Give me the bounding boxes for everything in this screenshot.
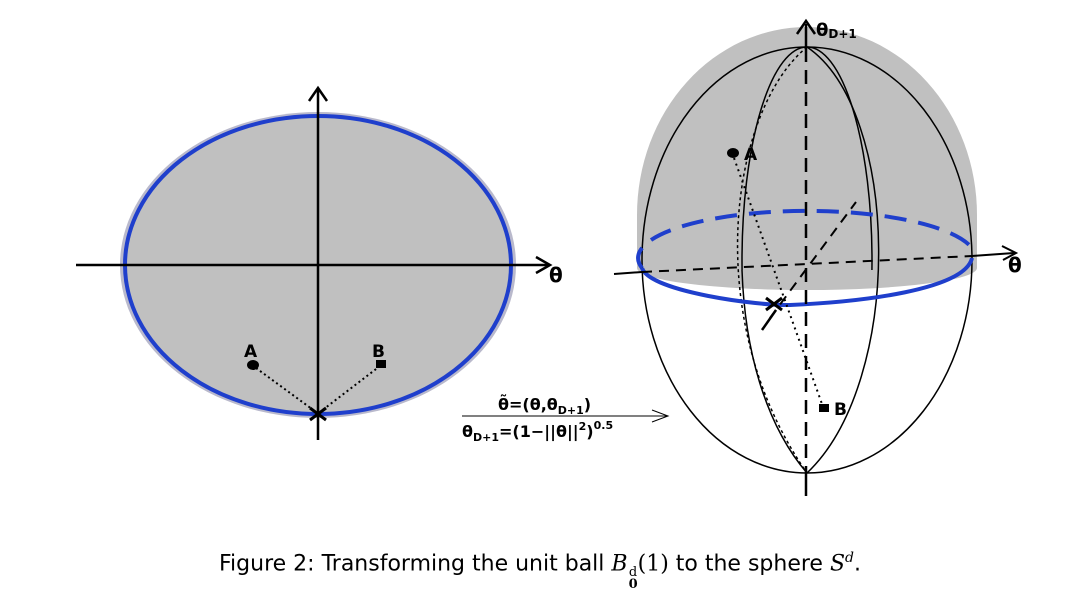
unit-ball-diagram: θ A B — [76, 85, 563, 440]
meridian-dotted-back — [736, 46, 808, 474]
point-b-label: B — [372, 342, 385, 362]
depth-axis — [769, 201, 857, 319]
depth-axis-front — [760, 309, 778, 331]
mapping-line1: θ̃=(θ,θD+1) — [498, 395, 591, 417]
point-a — [247, 360, 259, 370]
sphere-theta-axis-left — [613, 271, 643, 275]
equator-front — [640, 257, 974, 308]
mapping-line2: θD+1=(1−||θ||2)0.5 — [462, 419, 613, 444]
sphere-point-a-label: A — [744, 145, 758, 165]
sphere-sup: d — [845, 550, 854, 566]
meridian-front-right — [806, 46, 880, 474]
ball-sub: 0 — [628, 577, 638, 592]
theta-axis-label: θ — [549, 263, 563, 287]
ball-sup: d — [628, 565, 638, 581]
sphere-vertical-axis-arrowhead — [795, 18, 817, 35]
mapping-arrow-head — [651, 409, 670, 423]
sphere-point-b — [819, 404, 829, 412]
sphere-vertical-axis-label: θD+1 — [816, 20, 857, 41]
sphere-theta-axis-right — [971, 252, 1015, 257]
ball-symbol: B — [611, 551, 628, 577]
sphere-theta-axis-label: θ — [1008, 253, 1022, 277]
caption-middle: to the sphere — [668, 551, 830, 577]
ball-arg: (1) — [637, 551, 669, 577]
sphere-point-b-label: B — [834, 400, 847, 420]
sphere-point-a — [727, 148, 739, 158]
mapping-annotation: θ̃=(θ,θD+1) θD+1=(1−||θ||2)0.5 — [462, 395, 670, 444]
theta-axis-arrowhead — [535, 255, 553, 275]
cross-marker — [309, 406, 327, 422]
sphere-theta-axis-arrowhead — [1001, 245, 1019, 261]
caption-suffix: . — [854, 551, 861, 577]
sphere-dotted-line — [733, 157, 823, 405]
sphere-symbol: S — [829, 551, 846, 577]
sphere-cross-marker — [765, 296, 783, 312]
caption-prefix: Figure 2: Transforming the unit ball — [219, 551, 612, 577]
meridian-front-left-lower — [741, 269, 808, 474]
sphere-diagram: θ θD+1 A B — [613, 18, 1022, 496]
vertical-axis-arrowhead — [307, 85, 329, 102]
point-b — [376, 360, 386, 368]
sphere-theta-axis-inner — [641, 255, 973, 273]
equator-back — [636, 208, 974, 270]
point-a-label: A — [244, 342, 258, 362]
